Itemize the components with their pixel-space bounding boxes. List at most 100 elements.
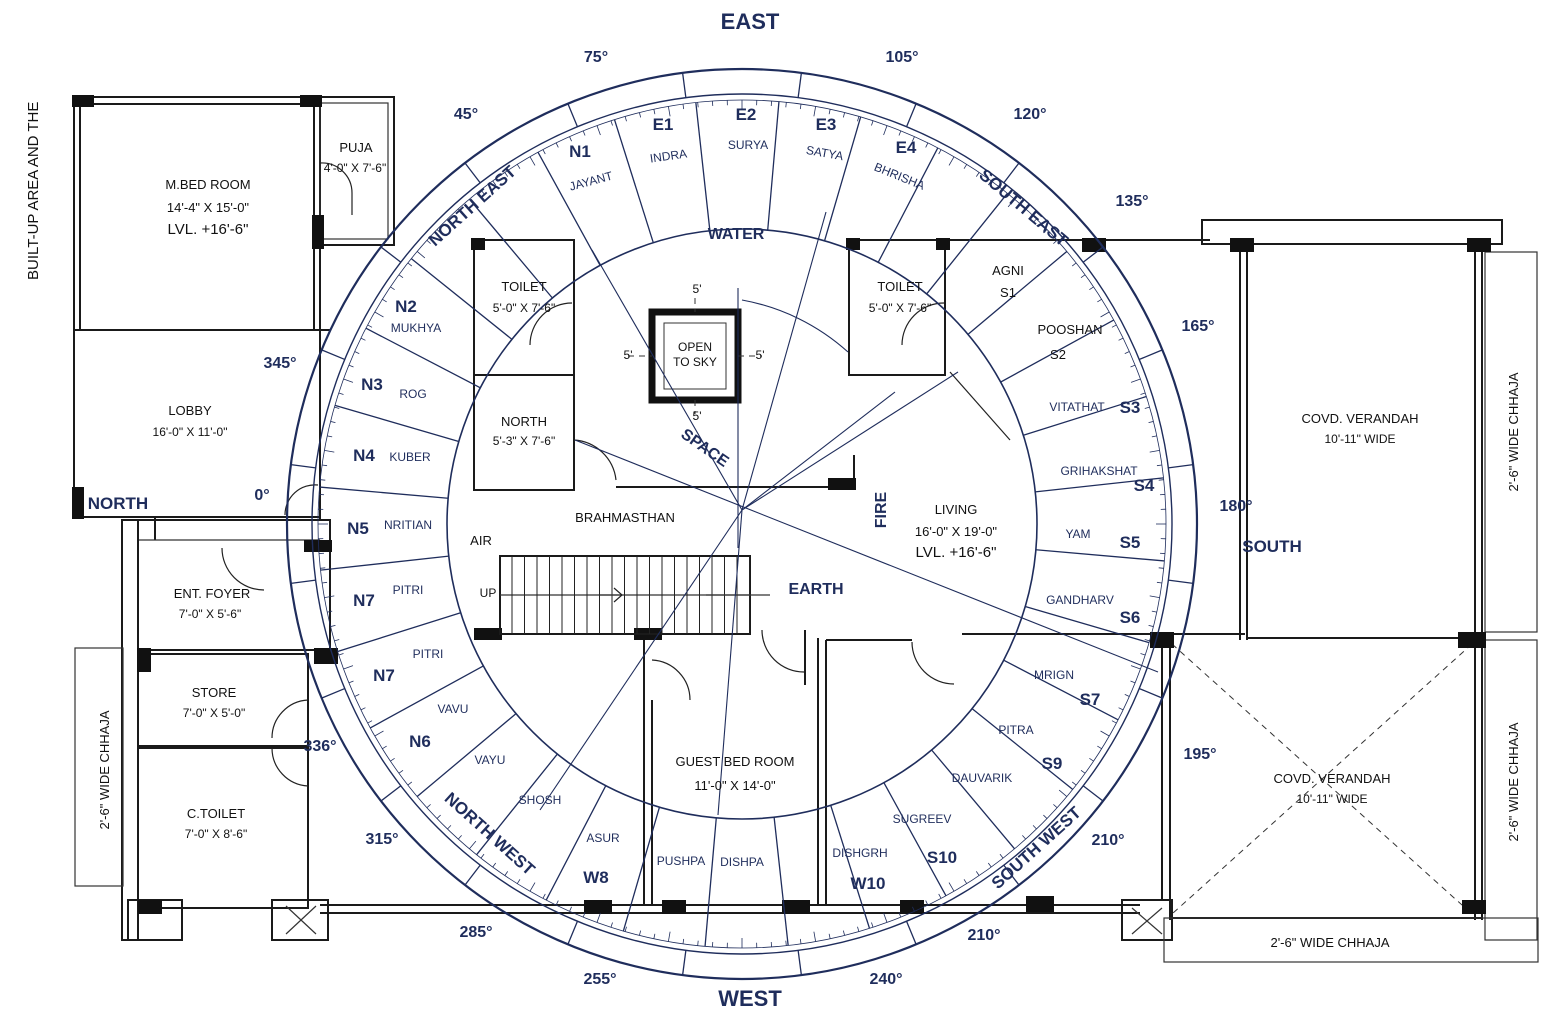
room-level: LVL. +16'-6" [916, 544, 997, 561]
tick-mark [1097, 298, 1102, 303]
zone-divider [773, 817, 789, 946]
tick-mark [682, 104, 685, 110]
tick-mark [324, 595, 335, 599]
tick-mark [360, 707, 366, 711]
tick-mark [469, 840, 477, 850]
room-name: COVD. VERANDAH [1273, 771, 1390, 786]
dim-top: 5' [693, 282, 702, 296]
tick-mark [382, 745, 387, 750]
zone-e2-name: SURYA [728, 138, 768, 152]
room-level: LVL. +16'-6" [168, 221, 249, 238]
degree-divider [290, 579, 316, 585]
degree-divider [1168, 579, 1194, 585]
element-fire: FIRE [873, 491, 890, 528]
tick-mark [925, 142, 929, 148]
degree-240: 240° [869, 971, 902, 988]
tick-mark [338, 653, 344, 656]
tick-mark [492, 862, 497, 868]
degree-195: 195° [1183, 746, 1216, 763]
chhaja-left-label: 2'-6" WIDE CHHAJA [97, 710, 112, 829]
degree-180: 180° [1219, 498, 1252, 515]
tick-mark [1149, 449, 1160, 453]
tick-mark [569, 906, 572, 912]
room-size: 5'-3" X 7'-6" [493, 434, 555, 448]
tick-mark [857, 116, 860, 122]
zone-divider [967, 250, 1068, 335]
tick-mark [883, 912, 888, 923]
zone-s2-name: POOSHAN [1037, 322, 1102, 337]
degree-divider [567, 921, 579, 945]
tick-mark [398, 274, 404, 279]
tick-mark [390, 286, 395, 291]
tick-mark [624, 116, 627, 122]
degree-315: 315° [365, 831, 398, 848]
tick-mark [382, 298, 387, 303]
zone-e4-name: BHRISHA [872, 160, 927, 193]
tick-mark [492, 180, 497, 186]
zone-divider [337, 612, 461, 653]
zone-s2: S2 [1050, 347, 1066, 362]
zone-n4: N4 [353, 446, 375, 465]
tick-mark [320, 567, 326, 569]
tick-mark [1111, 720, 1117, 724]
tick-mark [948, 156, 955, 166]
room-size: 16'-0" X 11'-0" [153, 425, 228, 439]
tick-mark [390, 757, 395, 762]
tick-mark [963, 879, 968, 884]
element-space: SPACE [678, 426, 732, 471]
tick-mark [842, 112, 845, 118]
tick-mark [1140, 392, 1146, 395]
zone-n7b: N7 [373, 666, 395, 685]
zone-w8: W8 [583, 868, 609, 887]
zone-divider [823, 116, 862, 241]
open-to-sky-label-2: TO SKY [673, 355, 717, 369]
zone-divider [704, 817, 717, 947]
tick-mark [1100, 730, 1110, 737]
tick-mark [1053, 239, 1058, 244]
zone-s6-name: GANDHARV [1046, 593, 1114, 607]
zone-divider [319, 486, 449, 499]
tick-mark [457, 835, 462, 840]
tick-mark [653, 933, 656, 939]
room-name: C.TOILET [187, 806, 245, 821]
tick-mark [416, 251, 426, 259]
direction-south-west: SOUTH WEST [988, 803, 1085, 893]
tick-mark [975, 172, 980, 177]
building-walls [73, 96, 1539, 963]
tick-mark [1032, 218, 1037, 223]
zone-s6: S6 [1120, 608, 1141, 627]
room-name: LOBBY [168, 403, 212, 418]
tick-mark [828, 109, 831, 115]
room-store: STORE 7'-0" X 5'-0" [183, 685, 245, 720]
degree-0: 0° [254, 487, 269, 504]
dim-right: 5' [756, 348, 765, 362]
zone-n1-name: JAYANT [568, 168, 615, 193]
tick-mark [1071, 781, 1077, 786]
zone-divider [1003, 659, 1119, 721]
tick-mark [334, 406, 340, 409]
room-verandah-upper: COVD. VERANDAH 10'-11" WIDE [1301, 411, 1418, 446]
direction-north-east: NORTH EAST [425, 161, 520, 249]
room-size: 7'-0" X 5'-0" [183, 706, 245, 720]
room-guest-bedroom: GUEST BED ROOM 11'-0" X 14'-0" [676, 754, 795, 793]
zone-n3-name: ROG [399, 387, 426, 401]
zone-divider [1035, 477, 1164, 493]
tick-mark [639, 112, 642, 118]
tick-mark [1130, 680, 1136, 684]
tick-mark [374, 311, 384, 318]
tick-mark [596, 125, 601, 136]
tick-mark [1111, 324, 1117, 328]
tick-mark [871, 120, 874, 126]
tick-mark [542, 893, 546, 899]
zone-divider [1035, 549, 1165, 562]
zone-s3-name: VITATHAT [1049, 400, 1105, 414]
zone-divider [334, 404, 459, 443]
tick-mark [697, 940, 699, 946]
zone-s3: S3 [1120, 398, 1141, 417]
zone-vayu: VAYU [475, 753, 506, 767]
tick-mark [813, 106, 817, 117]
room-lobby: LOBBY 16'-0" X 11'-0" [153, 403, 228, 439]
room-size: 10'-11" WIDE [1296, 792, 1367, 806]
room-size: 11'-0" X 14'-0" [694, 778, 776, 793]
zone-divider [926, 192, 1008, 295]
